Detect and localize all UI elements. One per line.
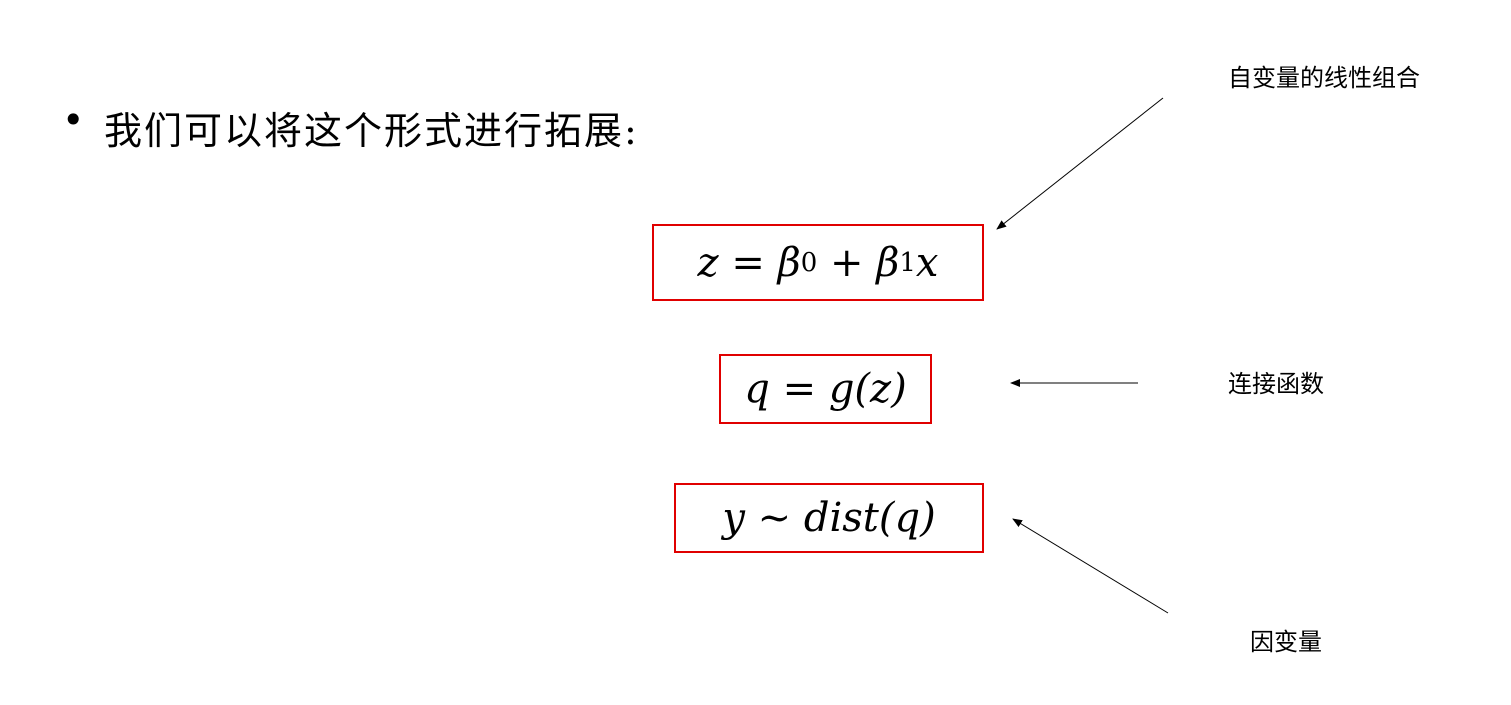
label-link-function: 连接函数 [1228, 370, 1324, 398]
arrow-to-linear [996, 97, 1164, 230]
equals: = [731, 239, 765, 286]
sub1: 1 [899, 247, 916, 278]
label-linear-combination: 自变量的线性组合 [1228, 64, 1420, 92]
label-response-variable: 因变量 [1250, 628, 1322, 656]
link-function-formula: q = g(z) [719, 354, 932, 424]
dist-formula-text: y ~ dist(q) [722, 495, 936, 541]
arrow-to-dist [1012, 518, 1169, 614]
beta1: β [876, 239, 900, 286]
var-z: z [697, 239, 719, 286]
beta0: β [777, 239, 801, 286]
link-formula-text: q = g(z) [744, 366, 907, 412]
slide-title: 我们可以将这个形式进行拓展: [104, 109, 639, 153]
bullet: • [62, 98, 85, 142]
distribution-formula: y ~ dist(q) [674, 483, 984, 553]
plus: + [829, 239, 864, 286]
var-x: x [915, 239, 939, 286]
sub0: 0 [800, 247, 818, 278]
